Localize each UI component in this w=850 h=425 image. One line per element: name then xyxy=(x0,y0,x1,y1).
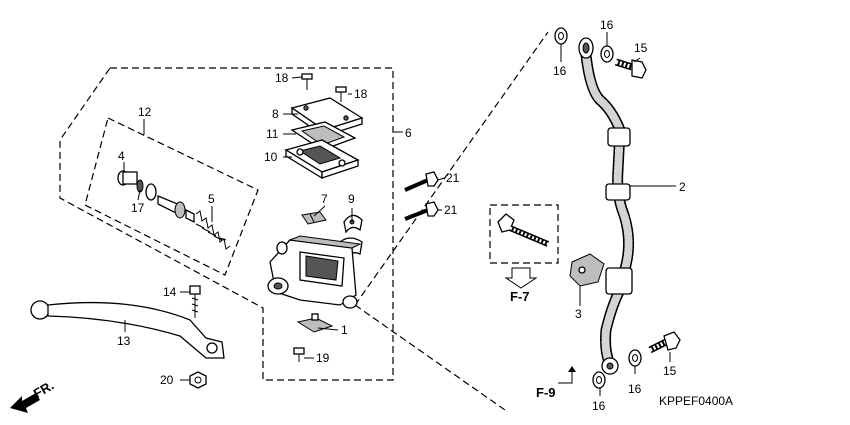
bolt-21-upper xyxy=(404,171,439,192)
label-part-10: 10 xyxy=(264,150,278,164)
nut-20 xyxy=(189,371,207,389)
piston-kit-group-box xyxy=(84,117,259,276)
label-part-19: 19 xyxy=(316,351,330,365)
label-part-2: 2 xyxy=(679,180,686,194)
banjo-bolt-15-top xyxy=(614,58,647,79)
piston-kit xyxy=(117,170,231,250)
label-part-5: 5 xyxy=(208,192,215,206)
screw-18-left xyxy=(301,73,313,90)
bolt-14 xyxy=(189,285,201,318)
label-part-15-bottom: 15 xyxy=(663,364,677,378)
diagram-code: KPPEF0400A xyxy=(659,394,733,408)
banjo-bolt-15-bottom xyxy=(648,331,681,354)
label-part-15-top: 15 xyxy=(634,41,648,55)
label-part-8: 8 xyxy=(272,107,279,121)
label-part-12: 12 xyxy=(138,105,152,119)
label-part-13: 13 xyxy=(117,334,131,348)
bolt-21-lower xyxy=(404,201,439,221)
label-part-16-bottom-right: 16 xyxy=(628,382,642,396)
label-part-16-top-left: 16 xyxy=(553,64,567,78)
label-part-11: 11 xyxy=(266,127,279,141)
f7-reference-bolt xyxy=(497,213,550,247)
reference-f7: F-7 xyxy=(510,289,530,304)
label-part-18-left: 18 xyxy=(275,71,289,85)
label-part-16-bottom-left: 16 xyxy=(592,399,606,413)
screw-19 xyxy=(293,347,305,362)
master-cylinder-body xyxy=(267,235,362,309)
washer-16-top-left xyxy=(554,27,568,45)
reservoir-plate xyxy=(284,139,360,180)
label-part-7: 7 xyxy=(321,192,328,206)
label-part-1: 1 xyxy=(341,323,348,337)
label-part-16-top-right: 16 xyxy=(600,18,614,32)
f9-arrow-icon xyxy=(558,366,576,384)
screw-18-right xyxy=(335,86,347,102)
spring-icon xyxy=(195,210,231,250)
washer-16-top-right xyxy=(600,45,614,63)
hose-clamp-3 xyxy=(569,253,605,287)
brake-lever xyxy=(30,300,225,359)
front-direction-arrow-icon xyxy=(10,393,40,413)
label-part-21-upper: 21 xyxy=(446,171,460,185)
group-to-hose-dash-2 xyxy=(354,304,506,411)
reference-f9: F-9 xyxy=(536,385,556,400)
group-to-hose-dash xyxy=(354,31,549,306)
label-part-3: 3 xyxy=(575,307,582,321)
master-cylinder-group-box xyxy=(59,67,394,381)
label-part-21-lower: 21 xyxy=(444,203,458,217)
label-part-9: 9 xyxy=(348,192,355,206)
bracket-7 xyxy=(301,211,327,225)
f7-arrow-icon xyxy=(504,267,538,289)
washer-16-bottom-right xyxy=(628,349,642,367)
f7-reference-box xyxy=(489,204,559,264)
label-part-20: 20 xyxy=(160,373,174,387)
brake-hose xyxy=(578,37,635,375)
label-part-4: 4 xyxy=(118,149,125,163)
label-part-17: 17 xyxy=(131,201,145,215)
washer-16-bottom-left xyxy=(592,371,606,389)
label-part-6: 6 xyxy=(405,126,412,140)
label-part-18-right: 18 xyxy=(354,87,368,101)
label-part-14: 14 xyxy=(163,285,177,299)
leader-lines xyxy=(123,32,676,396)
